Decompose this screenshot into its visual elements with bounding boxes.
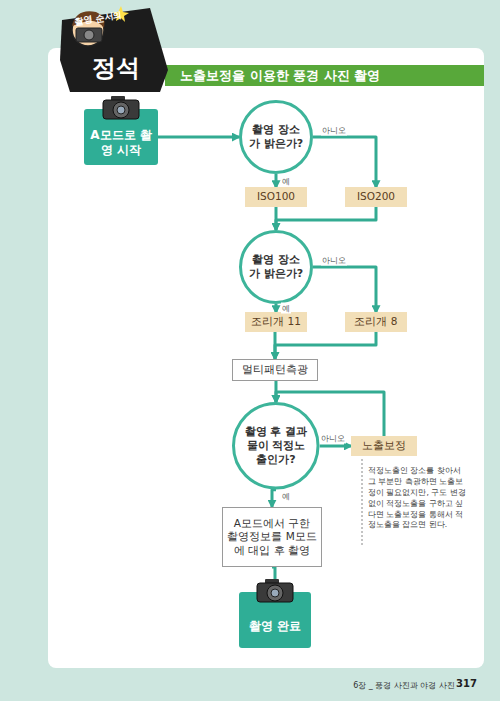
node-text: 조리개 11 [251, 315, 301, 328]
process-box: A모드에서 구한 촬영정보를 M모드에 대입 후 촬영 [222, 507, 322, 567]
edge-label: 아니오 [320, 433, 346, 444]
node-text: A모드로 촬영 시작 [89, 128, 153, 158]
node-text: 노출보정 [362, 439, 406, 452]
flow-arrow [272, 490, 276, 507]
page-title: 노출보정을 이용한 풍경 사진 촬영 [180, 67, 380, 85]
edge-label: 예 [281, 491, 291, 502]
white-panel [48, 48, 484, 668]
end-box: 촬영 완료 [239, 592, 311, 648]
node-text: 조리개 8 [354, 315, 397, 328]
flow-arrow [275, 332, 376, 359]
flow-arrow [313, 267, 376, 312]
badge-title: 정석 [92, 52, 162, 84]
start-box: A모드로 촬영 시작 [84, 109, 158, 165]
node-text: 촬영 장소가 밝은가? [247, 123, 305, 151]
node-text: ISO100 [257, 190, 295, 203]
node-text: 촬영 완료 [249, 619, 301, 634]
edge-label: 아니오 [321, 255, 347, 266]
flow-arrow [158, 136, 239, 139]
process-box: 멀티패턴측광 [232, 359, 318, 381]
title-bar [165, 65, 484, 86]
node-text: 촬영 후 결과물이 적정노출인가? [242, 425, 310, 466]
footer-chapter: 6장 _ 풍경 사진과 야경 사진 [330, 680, 455, 691]
flow-arrow [275, 174, 278, 187]
setting-box: ISO100 [245, 187, 307, 206]
edge-label: 아니오 [321, 125, 347, 136]
decision-circle: 촬영 후 결과물이 적정노출인가? [232, 402, 320, 490]
camera-icon [101, 95, 141, 121]
camera-icon [255, 578, 295, 604]
node-text: 촬영 장소가 밝은가? [247, 253, 305, 281]
decision-circle: 촬영 장소가 밝은가? [239, 100, 313, 174]
decision-circle: 촬영 장소가 밝은가? [239, 230, 313, 304]
flow-arrow [313, 137, 376, 187]
node-text: ISO200 [357, 190, 395, 203]
note-text: 적정노출인 장소를 찾아서 그 부분만 측광하면 노출보정이 필요없지만, 구도… [368, 466, 470, 531]
edge-label: 예 [281, 176, 291, 187]
node-text: 멀티패턴측광 [242, 363, 308, 376]
process-box: 노출보정 [351, 436, 417, 456]
setting-box: ISO200 [345, 187, 407, 206]
setting-box: 조리개 8 [345, 312, 407, 331]
note-leader [362, 459, 363, 545]
page-number: 317 [456, 678, 486, 689]
edge-label: 예 [281, 303, 291, 314]
flow-arrow [275, 304, 278, 312]
flow-arrow [276, 207, 376, 230]
flow-arrow [320, 444, 351, 447]
node-text: A모드에서 구한 촬영정보를 M모드에 대입 후 촬영 [227, 517, 317, 556]
setting-box: 조리개 11 [245, 312, 307, 331]
